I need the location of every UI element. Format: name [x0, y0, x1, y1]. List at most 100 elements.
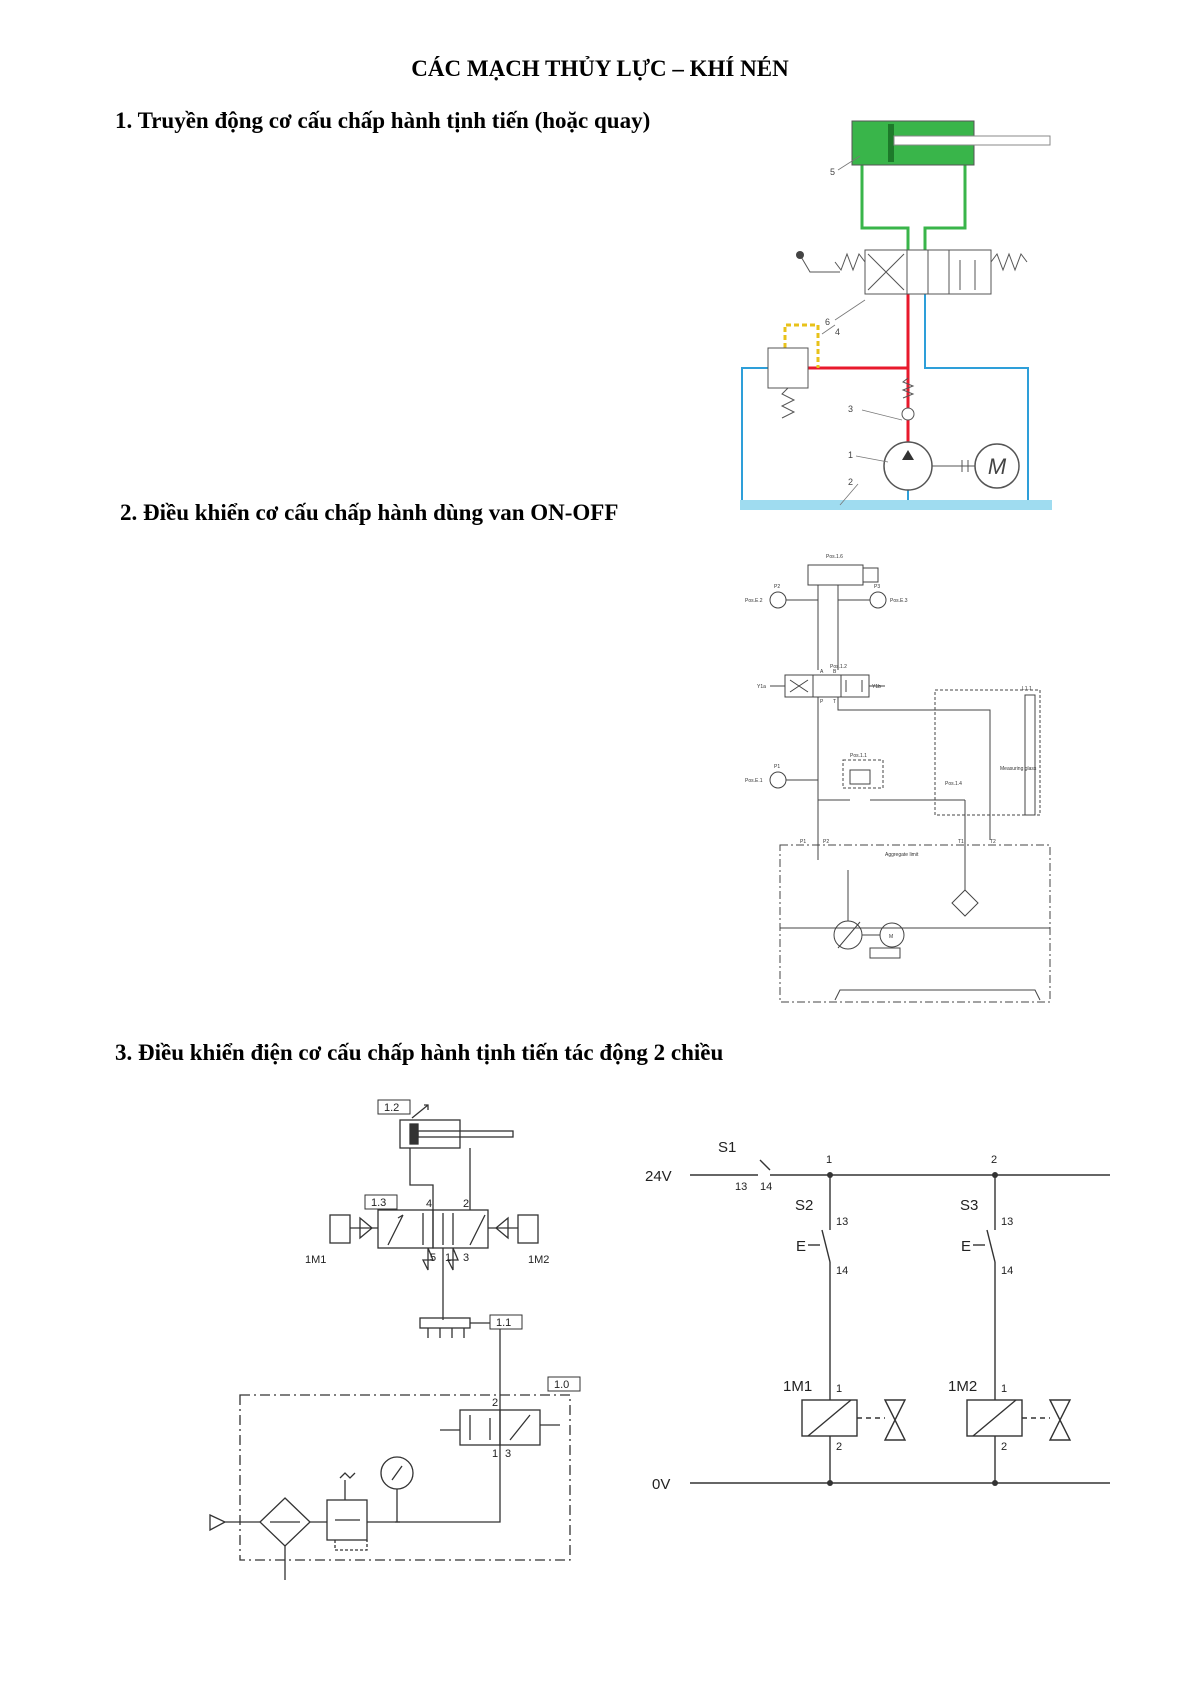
switch-symbol-s3: E: [961, 1238, 971, 1255]
filter-symbol: [951, 889, 979, 917]
label-p2: P2: [774, 584, 780, 590]
callout-3: 3: [848, 404, 853, 414]
callout-5: 5: [830, 167, 835, 177]
pilot-line: [783, 323, 820, 368]
electrical-ladder-diagram: 24V 0V S1 13 14 S2 13 14 S3 13 14 E E 1 …: [645, 1139, 1110, 1493]
relief-spring: [780, 387, 796, 419]
relief-valve: [767, 347, 809, 389]
callout-lines: [821, 155, 903, 506]
callout-4: 4: [835, 327, 840, 337]
label-relief: Pos.1.1: [850, 753, 867, 759]
callout-2: 2: [848, 477, 853, 487]
motor-label: M: [988, 454, 1007, 479]
pump: [883, 441, 933, 491]
port-1: 1: [445, 1252, 451, 1264]
solenoid-1m2: 1M2: [528, 1254, 549, 1266]
tag-1-0-label: 1.0: [554, 1379, 569, 1391]
port-2: 2: [463, 1198, 469, 1210]
label-s3: S3: [960, 1197, 978, 1214]
piston: [888, 124, 894, 162]
service-unit: [239, 1394, 571, 1561]
label-0v: 0V: [652, 1476, 670, 1493]
label-s2-13: 13: [836, 1216, 848, 1228]
gauge-p3: [869, 591, 887, 609]
node-0v-1: [827, 1480, 833, 1486]
manifold: [419, 1317, 471, 1329]
label-s1-13: 13: [735, 1181, 747, 1193]
gauge-p2: [769, 591, 787, 609]
service-port-2: 2: [492, 1397, 498, 1409]
tag-1-0: [547, 1376, 581, 1392]
cylinder: [807, 564, 864, 586]
label-port-t: T: [833, 699, 836, 705]
port-4: 4: [426, 1198, 432, 1210]
label-port-t2: T2: [990, 839, 996, 845]
lever-knob: [796, 251, 804, 259]
label-y1b: Y1b: [872, 684, 881, 690]
measuring-glass: [1024, 694, 1036, 816]
label-s3-14: 14: [1001, 1265, 1013, 1277]
port-3: 3: [463, 1252, 469, 1264]
label-s1: S1: [718, 1139, 736, 1156]
reservoir-tank: [740, 500, 1052, 510]
pneumatic-valve: [377, 1209, 434, 1249]
check-valve-ball: [901, 407, 915, 421]
node-1: [827, 1172, 833, 1178]
switch-symbol-s2: E: [796, 1238, 806, 1255]
label-coil-1m1-pin2: 2: [836, 1441, 842, 1453]
solenoid-1m1: 1M1: [305, 1254, 326, 1266]
pump-shaft: [932, 460, 975, 472]
directional-valve: [799, 249, 1028, 295]
section-1-heading: 1. Truyền động cơ cấu chấp hành tịnh tiế…: [115, 108, 651, 133]
label-port-b: B: [833, 669, 837, 675]
section-3-heading: 3. Điều khiển điện cơ cấu chấp hành tịnh…: [115, 1040, 724, 1065]
label-node-1: 1: [826, 1154, 832, 1166]
label-s2: S2: [795, 1197, 813, 1214]
node-0v-2: [992, 1480, 998, 1486]
electric-motor: [974, 443, 1020, 489]
pneumatic-circuit-diagram: 1.2 1.3 1.1 1.0 1M1 1M2 4 2 5 1 3 2 1 3: [209, 1099, 581, 1580]
tag-1-1: [489, 1314, 523, 1330]
label-pos-e2: Pos.E.2: [745, 598, 763, 604]
actuator-line-a: [860, 165, 910, 262]
rail-24v: [690, 1159, 1110, 1176]
shutoff-valve: [459, 1409, 501, 1446]
label-p3: P3: [874, 584, 880, 590]
node-2: [992, 1172, 998, 1178]
actuator-line-b: [923, 165, 967, 262]
label-y1a: Y1a: [757, 684, 766, 690]
label-motor: M: [889, 934, 893, 940]
label-filter: Pos.1.4: [945, 781, 962, 787]
port-5: 5: [430, 1252, 436, 1264]
label-s1-14: 14: [760, 1181, 772, 1193]
label-port-p2: P2: [823, 839, 829, 845]
hydraulic-circuit-diagram: M 5 6 4 3 1 2: [740, 120, 1052, 510]
label-p1: P1: [774, 764, 780, 770]
callout-6: 6: [825, 317, 830, 327]
label-measuring: Measuring glass: [1000, 766, 1037, 772]
service-port-1: 1: [492, 1448, 498, 1460]
label-node-2: 2: [991, 1154, 997, 1166]
label-coil-1m2-pin2: 2: [1001, 1441, 1007, 1453]
gauge-p1: [769, 771, 787, 789]
pneumatic-cylinder: [399, 1119, 461, 1149]
solenoid-valve: [784, 674, 870, 698]
label-coil-1m2-pin1: 1: [1001, 1383, 1007, 1395]
aggregate-unit: [779, 844, 1051, 1003]
pressure-regulator: [326, 1499, 368, 1541]
pressure-line: [808, 284, 910, 450]
on-off-valve-diagram: Pos.1.6 P2 P3 Pos.E.2 Pos.E.3 Pos.1.2 Y1…: [745, 554, 1051, 1003]
page-title: CÁC MẠCH THỦY LỰC – KHÍ NÉN: [411, 56, 789, 81]
tag-1-1-label: 1.1: [496, 1317, 511, 1329]
label-unit: Aggregate limit: [885, 852, 919, 858]
pump-arrow-icon: [902, 450, 914, 460]
label-cylinder: Pos.1.6: [826, 554, 843, 560]
tag-1-2: [377, 1099, 411, 1115]
label-port-a: A: [820, 669, 824, 675]
label-valve: Pos.1.2: [830, 664, 847, 670]
label-24v: 24V: [645, 1168, 672, 1185]
label-s3-13: 13: [1001, 1216, 1013, 1228]
check-valve-spring: [901, 377, 915, 399]
service-port-3: 3: [505, 1448, 511, 1460]
label-coil-1m1: 1M1: [783, 1378, 812, 1395]
